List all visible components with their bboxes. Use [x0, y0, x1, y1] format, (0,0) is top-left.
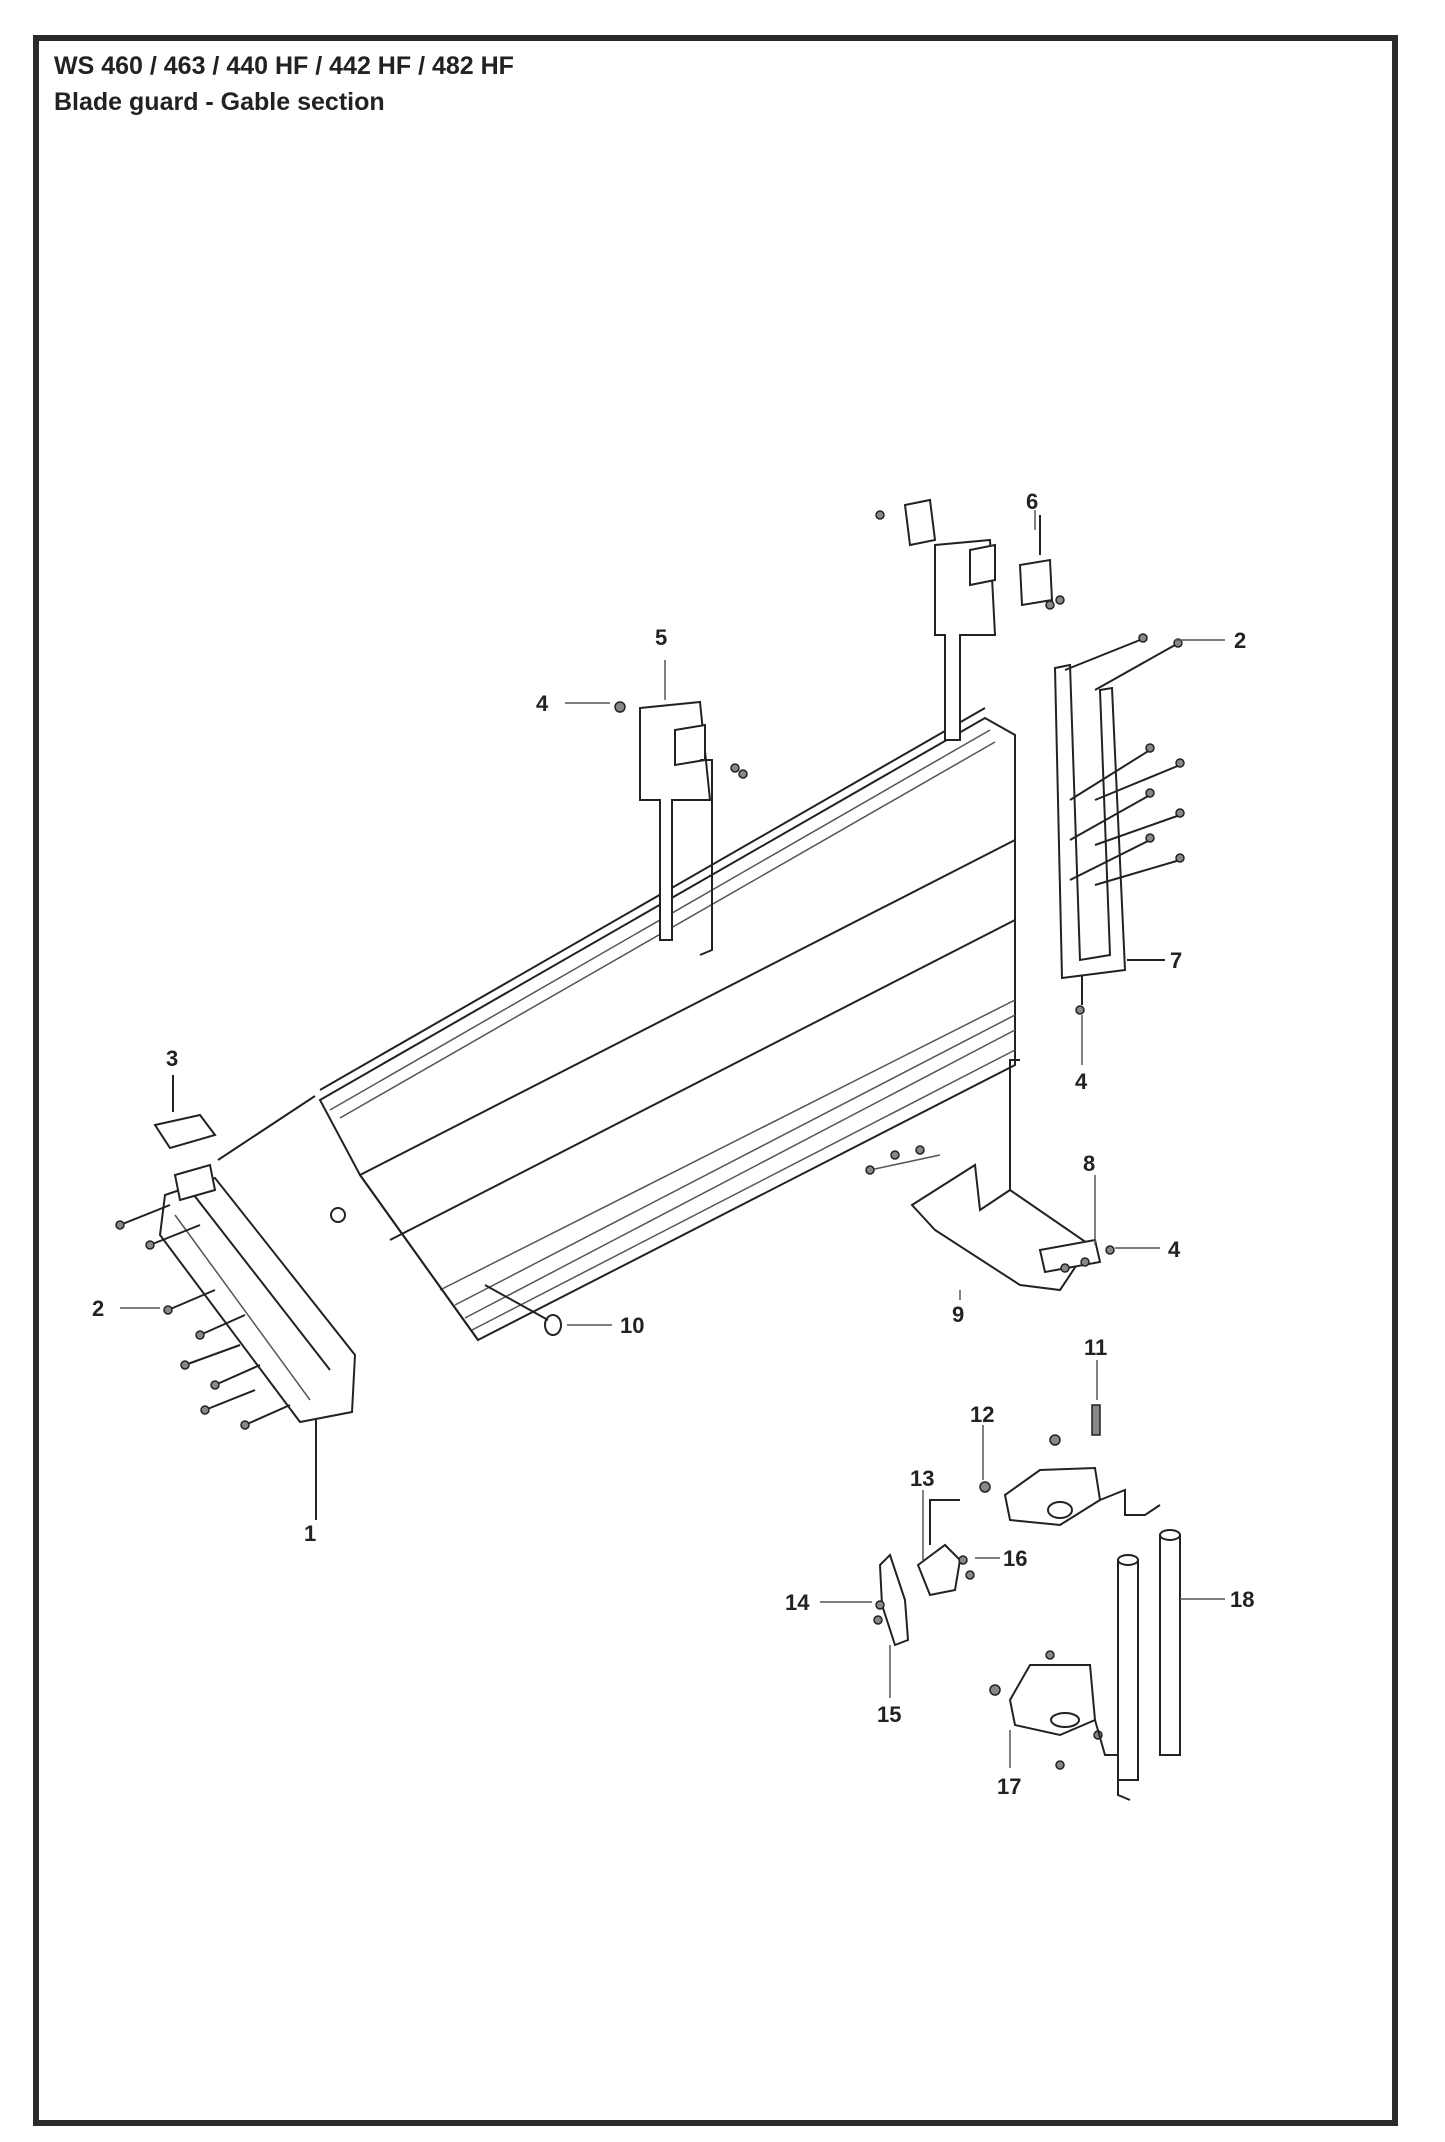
callout-12: 12 — [970, 1402, 994, 1427]
callout-13: 13 — [910, 1466, 934, 1491]
leader-lines — [120, 510, 1225, 1768]
callout-9: 9 — [952, 1302, 964, 1327]
callout-2-right: 2 — [1234, 628, 1246, 653]
callout-2-left: 2 — [92, 1296, 104, 1321]
hinge-part-12 — [979, 1404, 1161, 1527]
blade-guard-panel — [217, 707, 1016, 1342]
plug-part-10 — [544, 1314, 562, 1336]
callout-4-mid: 4 — [1075, 1069, 1088, 1094]
callout-4-right: 4 — [1168, 1237, 1181, 1262]
latch-part-14-15 — [873, 1553, 910, 1647]
callout-15: 15 — [877, 1702, 901, 1727]
rods-part-18 — [1117, 1529, 1181, 1781]
callout-8: 8 — [1083, 1151, 1095, 1176]
screws-left — [115, 1204, 291, 1430]
bracket-part-8-9 — [865, 1059, 1115, 1292]
callout-18: 18 — [1230, 1587, 1254, 1612]
callout-7: 7 — [1170, 948, 1182, 973]
callout-10: 10 — [620, 1313, 644, 1338]
callout-14: 14 — [785, 1590, 810, 1615]
cover-part-3 — [153, 1113, 217, 1150]
bracket-part-6 — [875, 498, 1065, 741]
plate-part-17 — [989, 1650, 1131, 1801]
callout-4-left: 4 — [536, 691, 549, 716]
diagram-title: WS 460 / 463 / 440 HF / 442 HF / 482 HF — [54, 52, 514, 80]
drawing-frame — [33, 35, 1398, 2126]
end-cap-part-1 — [158, 1163, 357, 1520]
plate-part-13 — [916, 1499, 975, 1597]
bracket-part-5 — [614, 700, 748, 956]
callout-3: 3 — [166, 1046, 178, 1071]
callout-6: 6 — [1026, 489, 1038, 514]
callout-11: 11 — [1084, 1335, 1107, 1360]
callout-5: 5 — [655, 625, 667, 650]
u-bracket-part-7 — [1053, 633, 1185, 1015]
callout-1: 1 — [304, 1521, 316, 1546]
plug-left — [330, 1207, 346, 1223]
diagram-subtitle: Blade guard - Gable section — [54, 88, 385, 116]
callout-16: 16 — [1003, 1546, 1027, 1571]
callout-17: 17 — [997, 1774, 1021, 1799]
